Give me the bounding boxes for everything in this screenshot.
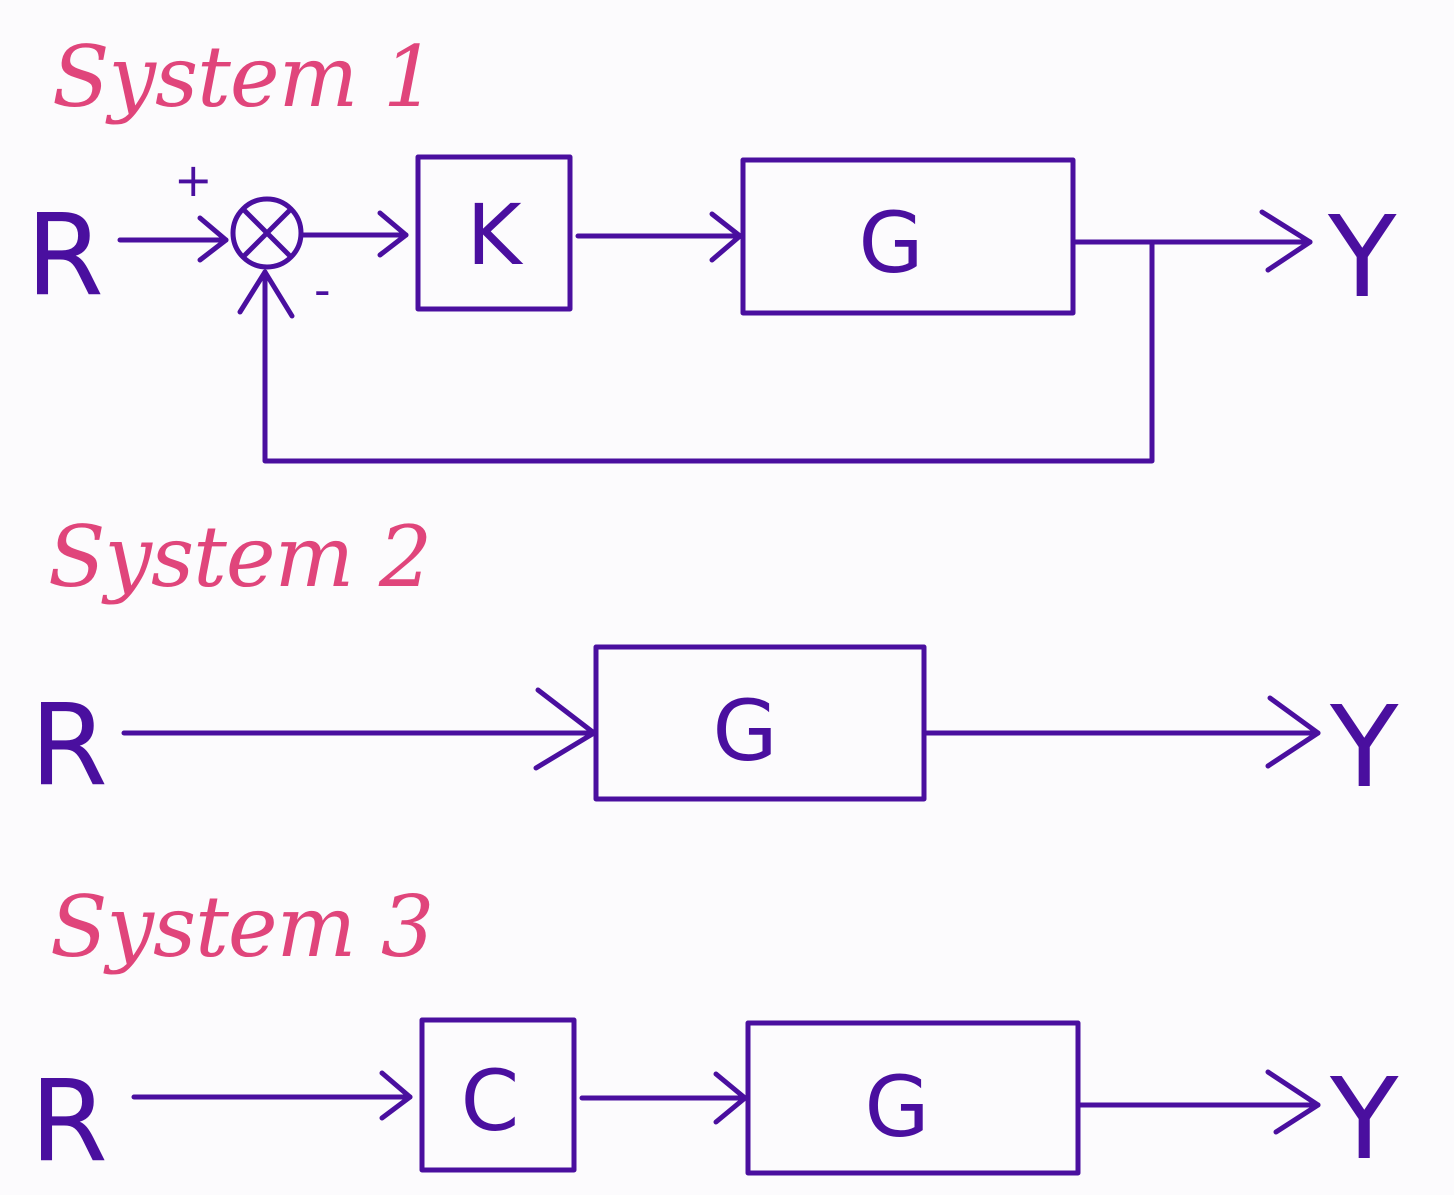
- system-1-input-label: R: [26, 191, 104, 321]
- block-g: [593, 644, 927, 802]
- block-c: [419, 1017, 577, 1173]
- block-k: [415, 154, 573, 312]
- system-1-minus-sign: -: [314, 263, 331, 317]
- system-3-output-label: Y: [1329, 1055, 1399, 1185]
- system-3-title: System 3: [50, 878, 433, 976]
- block-g: [745, 1020, 1081, 1176]
- block-c-label: C: [461, 1052, 520, 1150]
- system-1-junction-to-k-arrow: [299, 210, 409, 258]
- system-2-input-label: R: [30, 681, 108, 811]
- system-2: System 2 R G Y: [30, 508, 1399, 813]
- system-1-k-to-g-arrow: [575, 211, 743, 263]
- system-1-title: System 1: [52, 28, 435, 126]
- block-g: [740, 157, 1076, 316]
- system-3: System 3 R C G Y: [30, 878, 1399, 1187]
- system-2-input-arrow: [121, 687, 597, 771]
- block-g-label: G: [712, 682, 777, 780]
- block-k-label: K: [466, 186, 523, 284]
- system-2-title: System 2: [48, 508, 431, 606]
- block-g-label: G: [858, 194, 923, 292]
- system-3-input-label: R: [30, 1057, 108, 1187]
- system-3-input-arrow: [131, 1070, 413, 1121]
- system-1: System 1 R + - K G: [26, 28, 1397, 464]
- block-g-label: G: [864, 1058, 929, 1156]
- system-1-input-arrow: [117, 215, 229, 263]
- system-1-output-arrow: [1070, 209, 1313, 273]
- system-2-output-arrow: [921, 695, 1321, 769]
- system-3-output-arrow: [1075, 1069, 1321, 1135]
- system-1-output-label: Y: [1327, 193, 1397, 323]
- system-2-output-label: Y: [1329, 683, 1399, 813]
- system-1-plus-sign: +: [174, 153, 213, 207]
- summing-junction: [230, 196, 304, 270]
- system-3-c-to-g-arrow: [579, 1071, 748, 1125]
- feedback-arrowhead: [237, 269, 295, 319]
- feedback-path: [262, 239, 1155, 464]
